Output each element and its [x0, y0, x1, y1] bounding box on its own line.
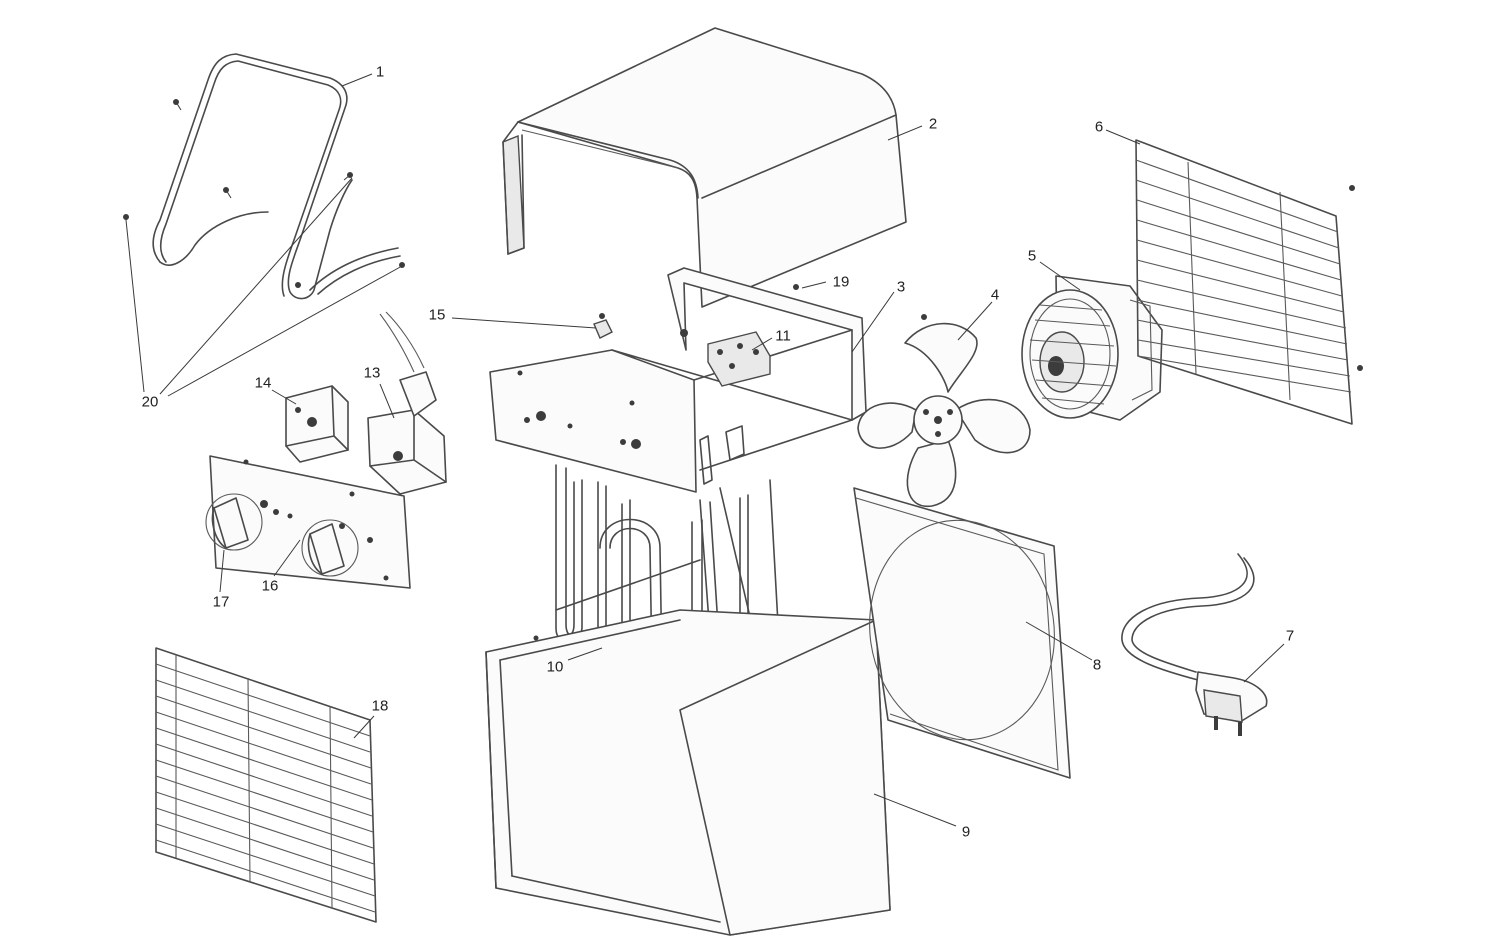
- rotary-switch: [285, 385, 349, 463]
- callout-6: 6: [1094, 118, 1104, 136]
- thermostat-switch: [367, 311, 447, 495]
- callout-14: 14: [254, 374, 272, 392]
- top-cover: [502, 27, 907, 308]
- screws-part-20: [123, 99, 405, 288]
- callout-8: 8: [1092, 656, 1102, 674]
- callout-4: 4: [990, 286, 1000, 304]
- heating-element-loop: [152, 53, 401, 300]
- callout-5: 5: [1027, 247, 1037, 265]
- thermostat-clip: [593, 313, 613, 339]
- callout-2: 2: [928, 115, 938, 133]
- screw-part-19: [793, 284, 799, 290]
- front-panel: [853, 487, 1071, 779]
- chassis-frame: [489, 267, 867, 493]
- fan-motor: [1021, 275, 1163, 421]
- terminal-block: [707, 331, 771, 387]
- callout-20: 20: [141, 393, 159, 411]
- knob-left: [205, 493, 263, 551]
- callout-16: 16: [261, 577, 279, 595]
- callout-1: 1: [375, 63, 385, 81]
- callout-13: 13: [363, 364, 381, 382]
- housing-box: [485, 609, 891, 936]
- callout-10: 10: [546, 658, 564, 676]
- callout-7: 7: [1285, 627, 1295, 645]
- sensor-bracket: [699, 425, 745, 485]
- knob-right: [301, 519, 359, 577]
- front-grille: [155, 647, 377, 923]
- fan-blade: [857, 314, 1031, 507]
- callout-3: 3: [896, 278, 906, 296]
- callout-18: 18: [371, 697, 389, 715]
- power-cord-plug: [1121, 553, 1268, 736]
- callout-17: 17: [212, 593, 230, 611]
- callout-15: 15: [428, 306, 446, 324]
- callout-9: 9: [961, 823, 971, 841]
- callout-19: 19: [832, 273, 850, 291]
- callout-11: 11: [775, 327, 791, 345]
- rear-grille: [1135, 139, 1363, 425]
- leader-lines: [125, 73, 1285, 827]
